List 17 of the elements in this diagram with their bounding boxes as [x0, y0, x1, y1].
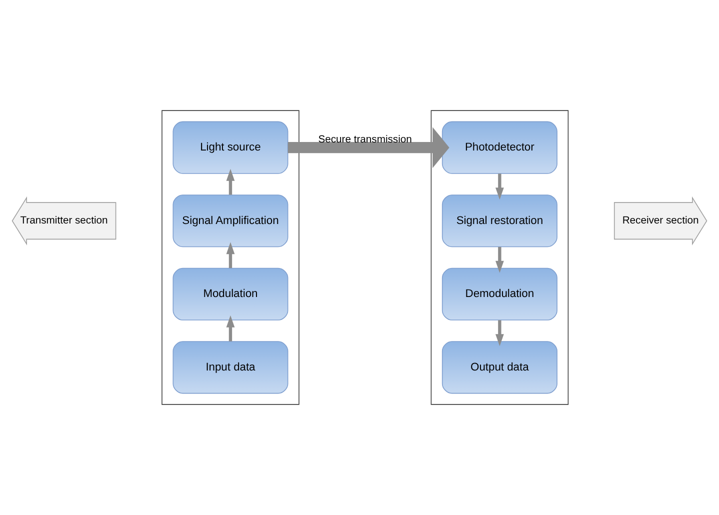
node-box: Signal restoration: [442, 194, 558, 248]
arrow: [495, 246, 504, 273]
arrow: [226, 168, 235, 195]
node-box: Photodetector: [442, 121, 558, 174]
arrow: [226, 242, 235, 268]
cluster: [162, 110, 300, 405]
node-box: Light source: [172, 121, 288, 174]
node-box: Output data: [442, 341, 558, 394]
node-box: Demodulation: [442, 268, 558, 320]
arrow: [226, 315, 235, 342]
arrow: [288, 127, 450, 168]
arrow: [495, 174, 504, 200]
edge-label: Secure transmission: [318, 134, 412, 146]
node-box: Modulation: [172, 268, 288, 320]
node-box: Signal Amplification: [172, 194, 288, 248]
node-box: Input data: [172, 341, 288, 394]
arrow: [495, 320, 504, 346]
